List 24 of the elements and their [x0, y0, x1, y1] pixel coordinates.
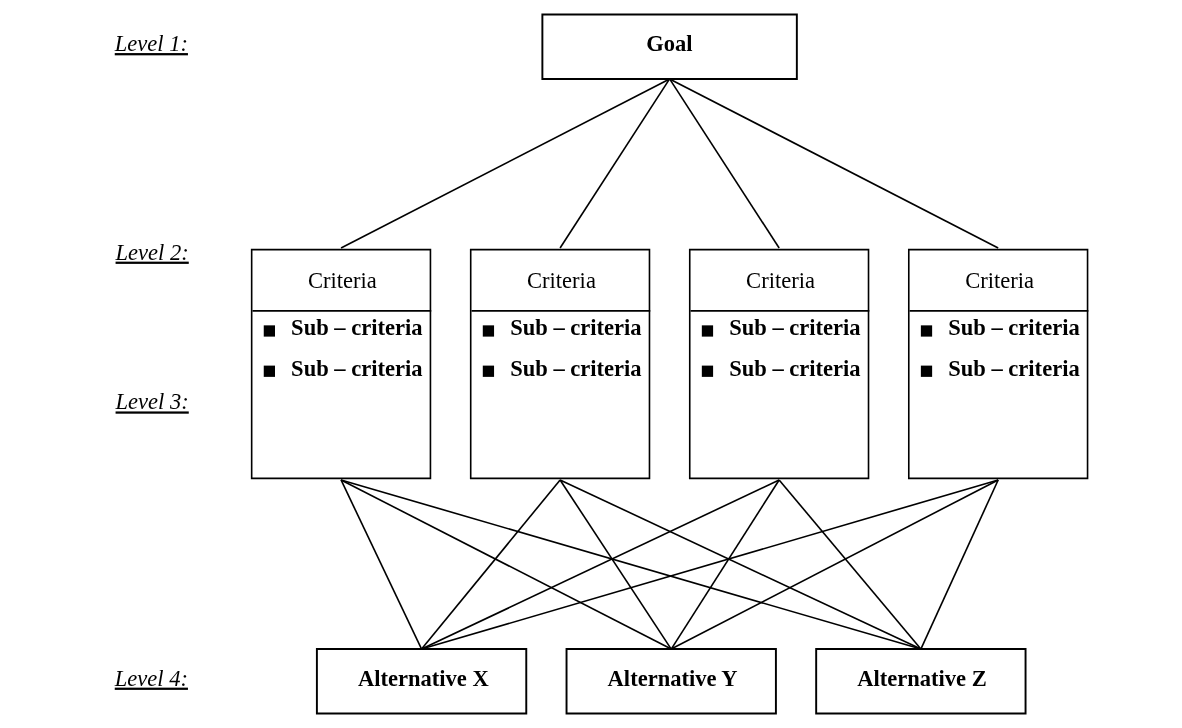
connector: [420, 479, 780, 650]
connector: [420, 479, 561, 650]
connector: [339, 479, 922, 650]
connector: [420, 479, 999, 650]
node-box: Alternative Z: [814, 648, 1026, 715]
label: Level 2:: [115, 239, 189, 265]
connector: [669, 479, 780, 650]
label: Level 1:: [114, 31, 188, 57]
node-box: Alternative X: [315, 648, 527, 715]
connector: [558, 78, 670, 249]
connector: [919, 479, 999, 650]
label: Level 3:: [115, 389, 189, 415]
connector: [777, 479, 922, 650]
connector: [668, 78, 780, 249]
connector: [339, 78, 670, 249]
connector: [339, 479, 672, 650]
node-box: Alternative Y: [565, 648, 777, 715]
connector: [668, 78, 999, 249]
connector: [558, 479, 672, 650]
connector: [558, 479, 922, 650]
connector: [669, 479, 999, 650]
label: Level 4:: [114, 665, 188, 691]
connector: [339, 479, 422, 650]
node-box: Goal: [540, 13, 798, 80]
